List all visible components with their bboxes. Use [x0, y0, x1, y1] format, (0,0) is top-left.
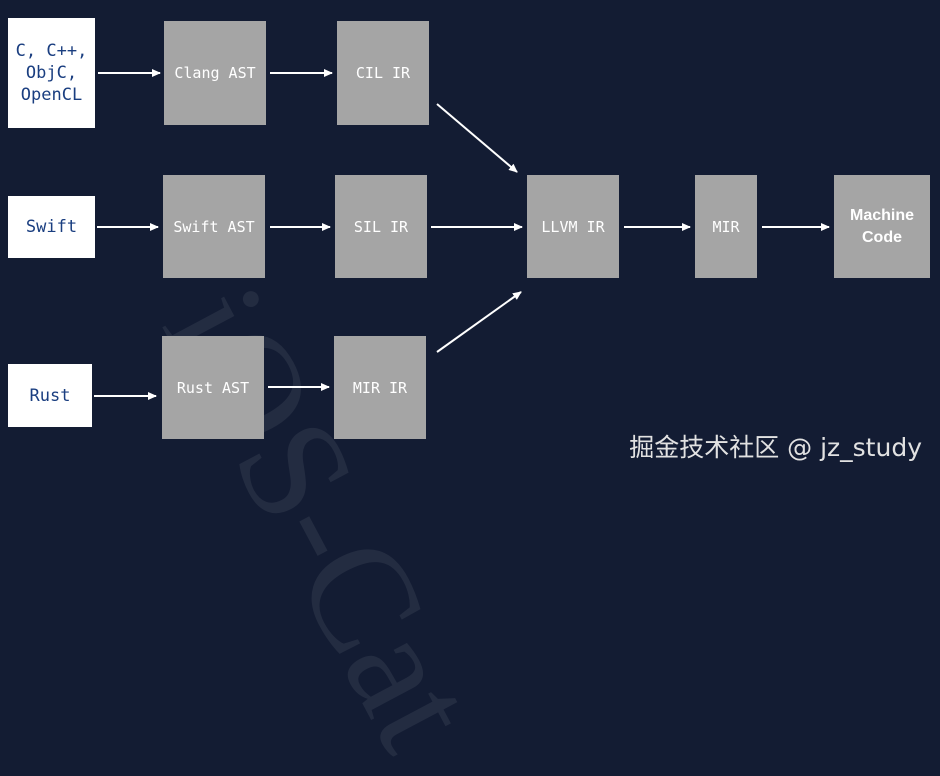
- arrows-layer: [94, 69, 830, 400]
- arrow-cil-ir-to-llvm-ir: [436, 103, 518, 173]
- credit-text: 掘金技术社区 @ jz_study: [629, 433, 922, 462]
- source-c-family: C, C++, ObjC, OpenCL: [8, 18, 95, 128]
- source-swift: Swift: [8, 196, 95, 258]
- node-mir: MIR: [695, 175, 757, 278]
- node-clang-ast: Clang AST: [164, 21, 266, 125]
- arrow-mir-ir-to-llvm-ir: [436, 291, 522, 353]
- compiler-pipeline-diagram: iOS-Cat C, C++, ObjC, OpenCL Swift Rust …: [8, 18, 930, 774]
- node-mir-ir: MIR IR: [334, 336, 426, 439]
- source-rust: Rust: [8, 364, 92, 427]
- node-machine-code: Machine Code: [834, 175, 930, 278]
- node-swift-ast: Swift AST: [163, 175, 265, 278]
- node-rust-ast: Rust AST: [162, 336, 264, 439]
- node-sil-ir: SIL IR: [335, 175, 427, 278]
- node-llvm-ir: LLVM IR: [527, 175, 619, 278]
- node-cil-ir: CIL IR: [337, 21, 429, 125]
